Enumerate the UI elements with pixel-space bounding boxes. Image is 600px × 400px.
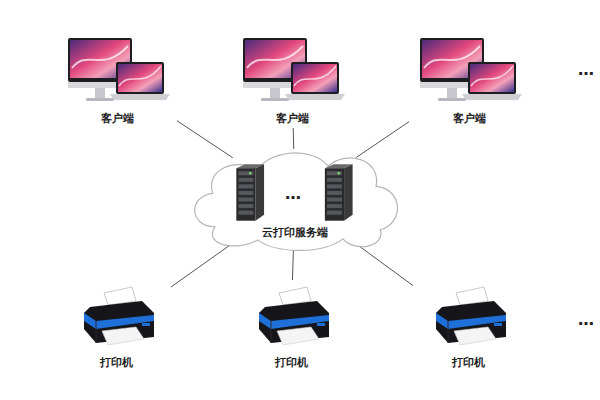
printer-icon bbox=[259, 287, 329, 345]
ellipsis-mark: … bbox=[285, 184, 302, 203]
printer-node: 打印机 bbox=[61, 280, 171, 372]
printer-icon bbox=[84, 287, 154, 345]
computer-icon bbox=[420, 38, 522, 101]
computer-icon bbox=[68, 38, 170, 101]
printer-node: 打印机 bbox=[236, 280, 346, 372]
connector-line bbox=[356, 122, 409, 158]
client-node: 客户端 bbox=[57, 34, 177, 128]
server-icon bbox=[325, 164, 353, 221]
printer-icon bbox=[436, 287, 506, 345]
connector-line bbox=[353, 242, 413, 286]
node-label: 客户端 bbox=[232, 111, 352, 126]
connector-line bbox=[292, 249, 294, 280]
connector-line bbox=[293, 128, 295, 149]
node-label: 客户端 bbox=[57, 111, 177, 126]
node-label: 云打印服务端 bbox=[183, 225, 407, 240]
connector-line bbox=[171, 241, 236, 287]
printer-node: 打印机 bbox=[413, 280, 523, 372]
node-label: 打印机 bbox=[61, 355, 171, 370]
server-icon bbox=[236, 164, 264, 221]
ellipsis-mark: … bbox=[578, 310, 595, 329]
node-label: 打印机 bbox=[413, 355, 523, 370]
client-node: 客户端 bbox=[232, 34, 352, 128]
connector-line bbox=[177, 121, 233, 158]
client-node: 客户端 bbox=[409, 34, 529, 128]
ellipsis-mark: … bbox=[578, 60, 595, 79]
node-label: 客户端 bbox=[409, 111, 529, 126]
computer-icon bbox=[243, 38, 345, 101]
node-label: 打印机 bbox=[236, 355, 346, 370]
